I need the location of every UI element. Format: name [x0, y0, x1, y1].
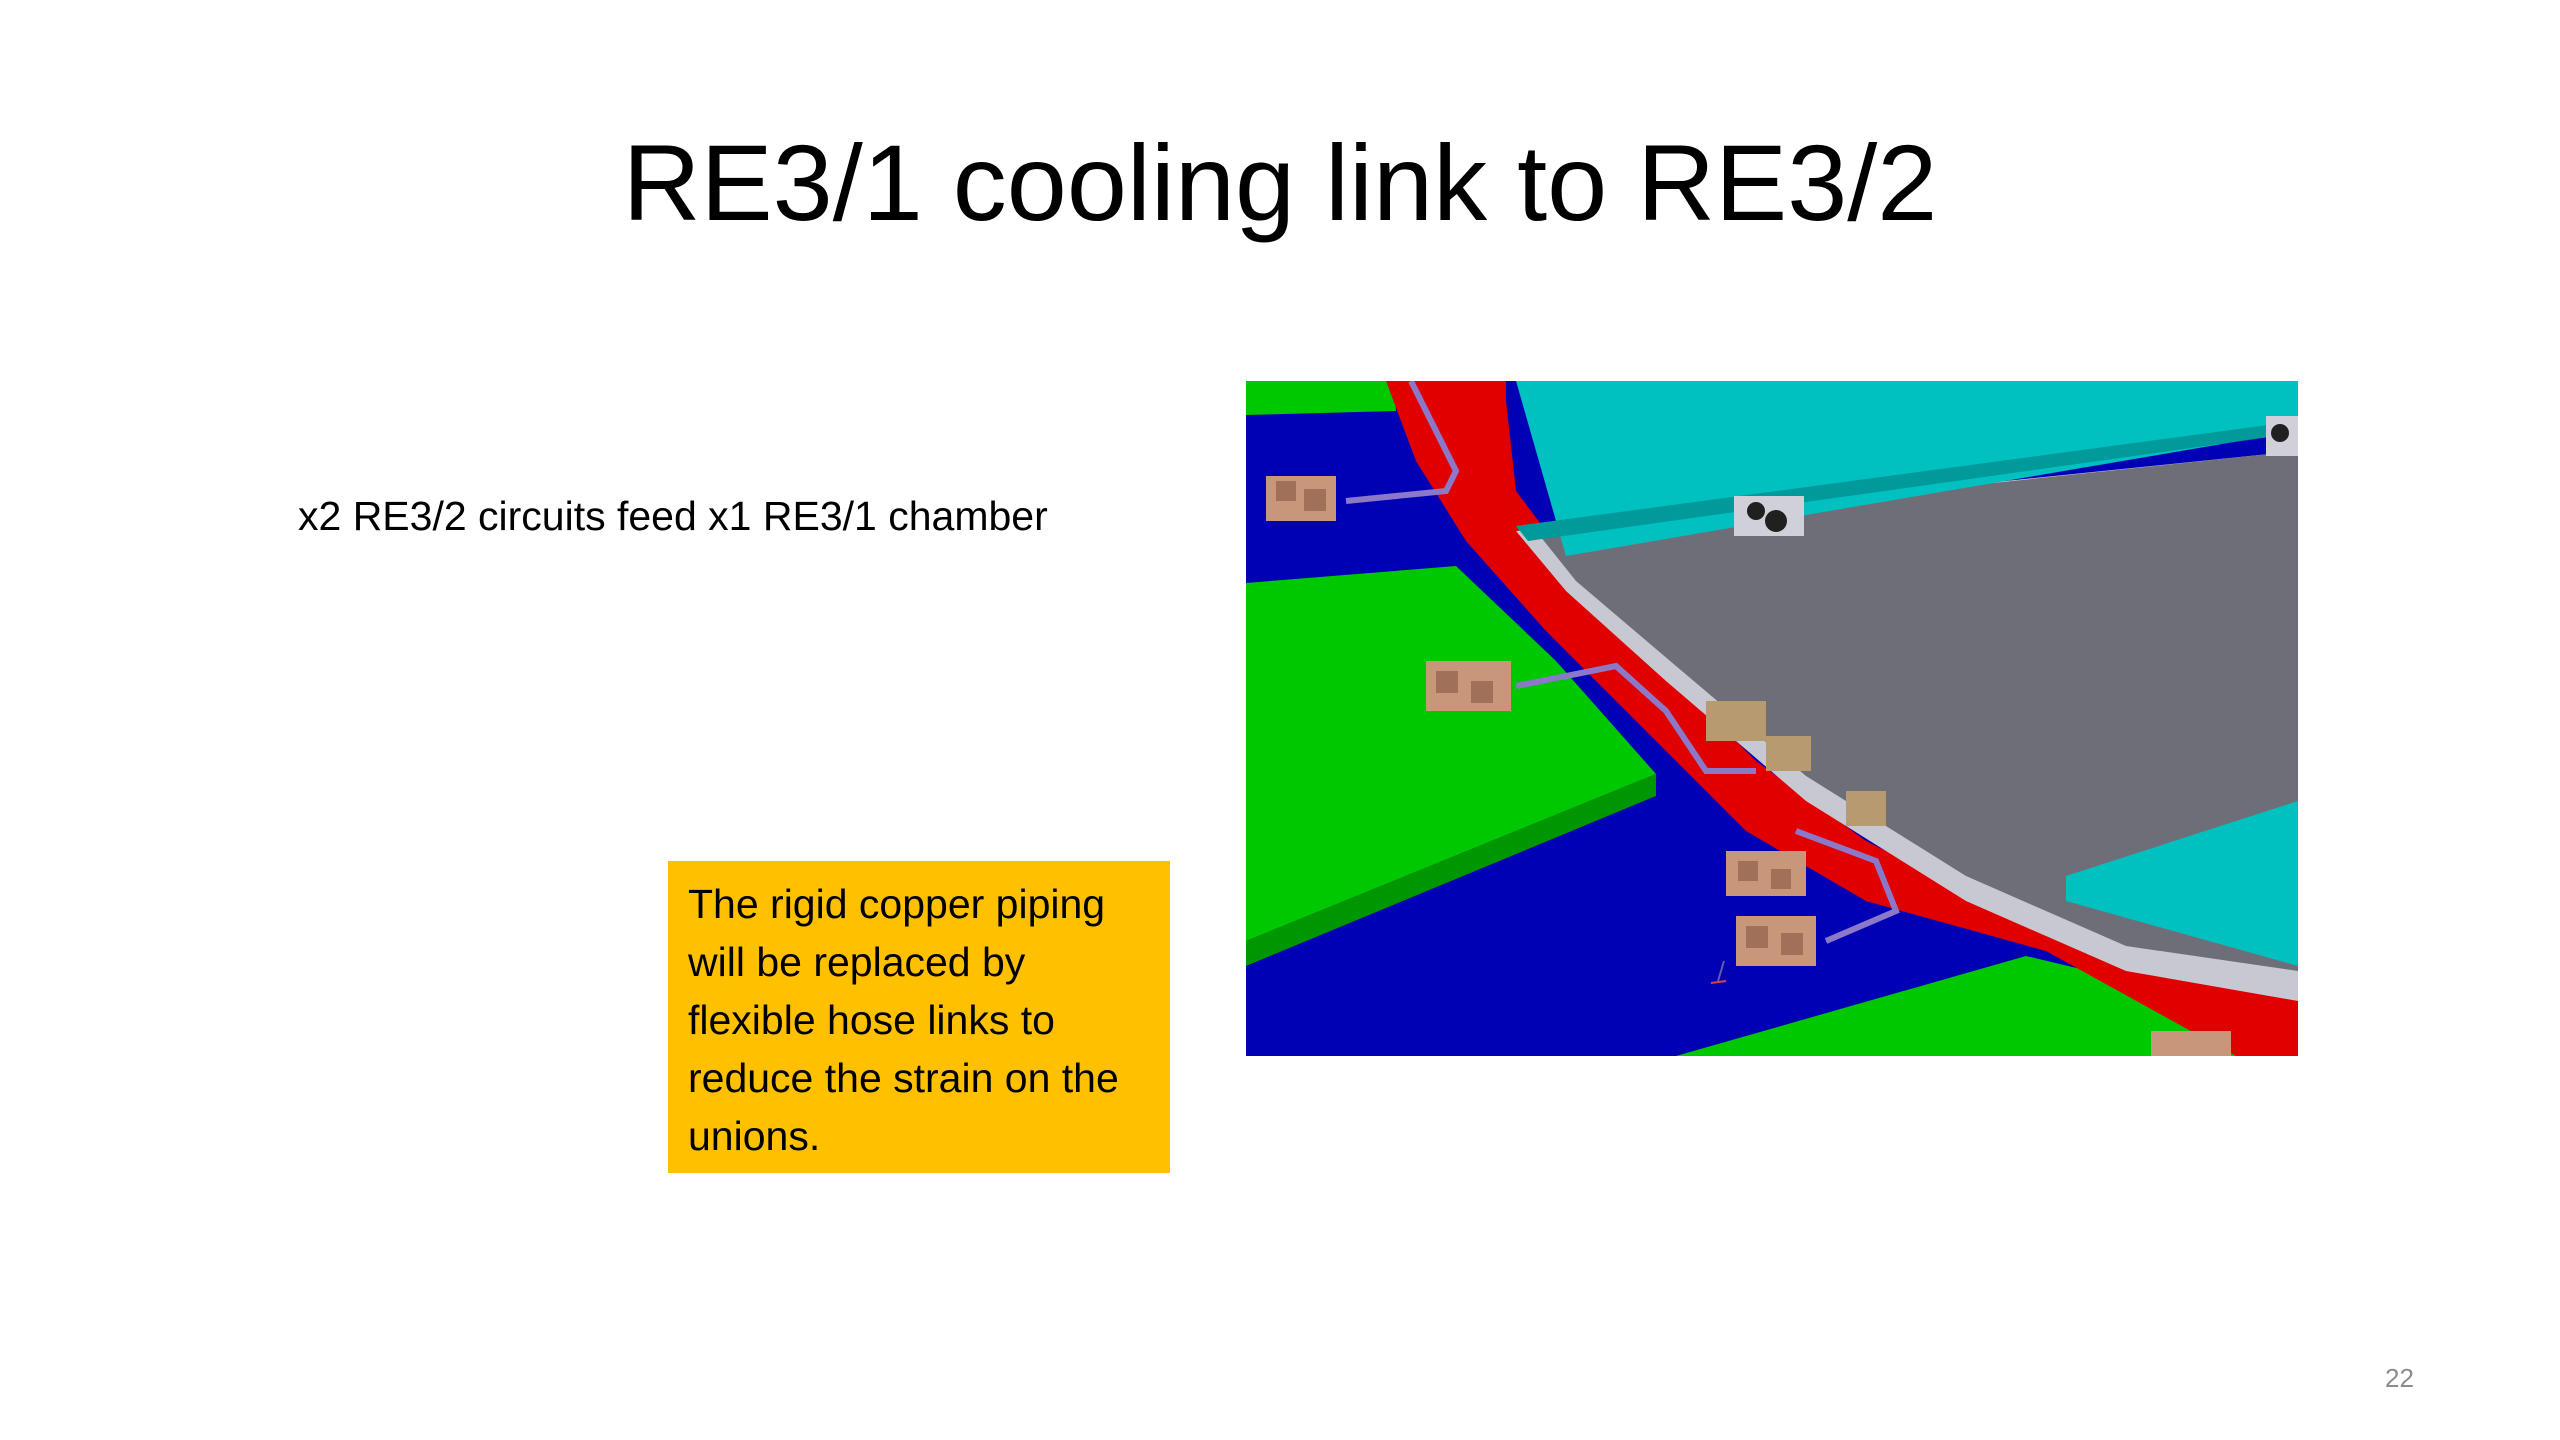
bolt-1 [1747, 502, 1765, 520]
bolt-3 [2271, 424, 2289, 442]
pipe-2 [1515, 662, 1756, 774]
page-number: 22 [2385, 1363, 2414, 1393]
chamber-plate [1536, 451, 2298, 971]
green-plate-top [1246, 381, 1396, 415]
green-plate-bottom [1676, 956, 2298, 1056]
axis-marker-x [1710, 980, 1727, 984]
axis-marker-y [1717, 960, 1725, 982]
cyan-plate-bottom [2066, 801, 2298, 966]
pipe-3 [1794, 828, 1900, 944]
callout-box: The rigid copper piping will be replaced… [668, 861, 1170, 1173]
red-ring-band [1386, 381, 2298, 1056]
cyan-plate-top-edge [1516, 421, 2298, 541]
green-plate-middle-edge [1246, 774, 1656, 966]
fittings-cluster-2 [1426, 661, 1511, 711]
pipe-1 [1345, 381, 1460, 504]
cad-render-svg [1246, 381, 2298, 1056]
bolt-2 [1765, 510, 1787, 532]
fittings-cluster-6 [2151, 1031, 2231, 1056]
callout-text: The rigid copper piping will be replaced… [688, 881, 1119, 1159]
fittings-cluster-5 [1706, 701, 1886, 826]
cad-render-image [1246, 381, 2298, 1056]
bullet-text: x2 RE3/2 circuits feed x1 RE3/1 chamber [298, 493, 1048, 539]
slide-title: RE3/1 cooling link to RE3/2 [622, 122, 1938, 243]
green-plate-middle [1246, 566, 1656, 941]
fittings-cluster-1 [1266, 476, 1336, 521]
fittings-cluster-4 [1736, 916, 1816, 966]
fittings-cluster-3 [1726, 851, 1806, 896]
